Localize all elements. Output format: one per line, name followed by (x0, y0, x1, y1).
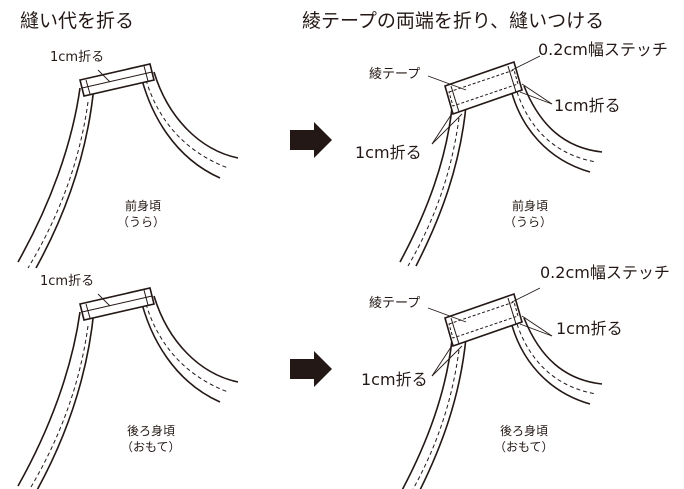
step-heading-right: 綾テープの両端を折り、縫いつける (302, 10, 605, 32)
front-side-after: （うら） (504, 215, 553, 229)
step-heading-left: 縫い代を折る (20, 10, 135, 32)
back-fold-right-label: 1cm折る (556, 319, 623, 338)
back-fold-label: 1cm折る (40, 274, 95, 289)
back-stitch-label: 0.2cm幅ステッチ (540, 263, 670, 282)
back-tape-label: 綾テープ (369, 296, 421, 311)
front-fold-left-label: 1cm折る (355, 143, 422, 162)
front-side: （うら） (117, 215, 166, 229)
back-part-name: 後ろ身頃 (127, 424, 176, 438)
back-fold-left-label: 1cm折る (361, 370, 428, 389)
front-fold-right-label: 1cm折る (554, 96, 621, 115)
front-fold-label: 1cm折る (50, 50, 105, 65)
front-part-name-after: 前身頃 (512, 199, 549, 213)
front-stitch-label: 0.2cm幅ステッチ (538, 40, 668, 59)
arrow-right-icon (290, 122, 332, 158)
arrow-right-icon (290, 351, 332, 387)
back-side: （おもて） (121, 440, 181, 454)
front-part-name: 前身頃 (125, 199, 162, 213)
front-tape-label: 綾テープ (369, 67, 421, 82)
back-part-name-after: 後ろ身頃 (500, 424, 549, 438)
back-side-after: （おもて） (494, 440, 554, 454)
